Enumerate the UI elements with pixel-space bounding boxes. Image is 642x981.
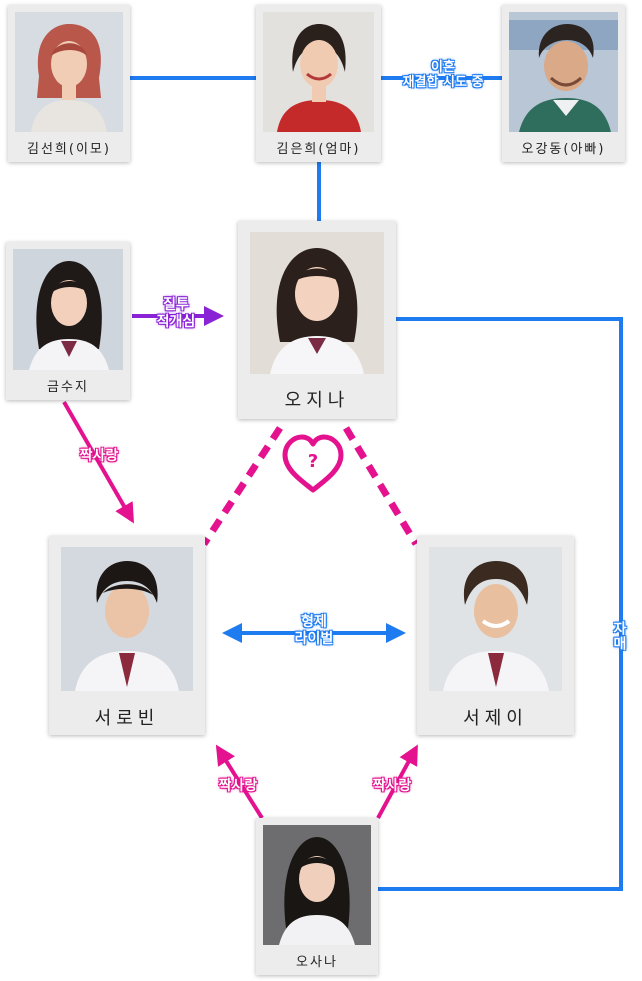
name-geum-suji: 금수지 bbox=[47, 380, 89, 395]
photo-kim-seonhui bbox=[15, 12, 123, 132]
card-o-gangdong: 오강동(아빠) bbox=[502, 5, 625, 162]
label-brothers: 형제 라이벌 bbox=[276, 614, 352, 648]
name-o-jina: 오지나 bbox=[284, 390, 350, 411]
photo-kim-eunhui bbox=[263, 12, 374, 132]
name-kim-seonhui: 김선희(이모) bbox=[27, 142, 111, 157]
photo-o-gangdong bbox=[509, 12, 618, 132]
dash-jina-jei bbox=[343, 426, 419, 546]
name-kim-eunhui: 김은희(엄마) bbox=[276, 142, 361, 157]
photo-geum-suji bbox=[13, 249, 123, 370]
label-divorce-line2: 재결합 시도 중 bbox=[402, 75, 484, 90]
label-divorce: 이혼 재결합 시도 중 bbox=[384, 60, 502, 90]
portrait-student-boy-icon bbox=[429, 547, 562, 691]
photo-seo-jei bbox=[429, 547, 562, 691]
label-brothers-line1: 형제 bbox=[301, 614, 327, 630]
label-crush-suji: 짝사랑 bbox=[79, 448, 119, 464]
photo-o-sana bbox=[263, 825, 371, 945]
label-jealousy-line1: 질투 bbox=[163, 297, 189, 313]
line-sisters bbox=[378, 317, 623, 891]
portrait-student-boy-icon bbox=[61, 547, 193, 691]
photo-seo-robin bbox=[61, 547, 193, 691]
portrait-woman-icon bbox=[15, 12, 123, 132]
arrow-sana-jei bbox=[376, 744, 418, 819]
card-seo-robin: 서로빈 bbox=[49, 536, 205, 735]
label-jealousy-line2: 적개심 bbox=[156, 314, 196, 330]
name-o-sana: 오사나 bbox=[296, 955, 338, 970]
label-crush-sana-jei: 짝사랑 bbox=[372, 778, 412, 794]
arrow-suji-robin bbox=[62, 401, 134, 524]
heart-question-mark: ? bbox=[308, 451, 318, 472]
portrait-student-girl-icon bbox=[263, 825, 371, 945]
label-divorce-line1: 이혼 bbox=[431, 60, 455, 75]
photo-o-jina bbox=[250, 232, 384, 374]
portrait-student-girl-icon bbox=[13, 249, 123, 370]
card-geum-suji: 금수지 bbox=[6, 242, 130, 400]
label-jealousy: 질투 적개심 bbox=[140, 297, 212, 331]
card-kim-eunhui: 김은희(엄마) bbox=[256, 5, 381, 162]
card-o-sana: 오사나 bbox=[256, 818, 378, 975]
arrow-sana-robin bbox=[215, 744, 264, 820]
portrait-woman-icon bbox=[263, 12, 374, 132]
card-o-jina: 오지나 bbox=[238, 221, 396, 419]
label-crush-sana-robin: 짝사랑 bbox=[218, 778, 258, 794]
dash-jina-robin bbox=[201, 426, 283, 546]
name-seo-robin: 서로빈 bbox=[94, 708, 160, 729]
name-seo-jei: 서제이 bbox=[463, 708, 528, 729]
card-kim-seonhui: 김선희(이모) bbox=[8, 5, 130, 162]
label-sisters: 자매 bbox=[611, 621, 627, 651]
name-o-gangdong: 오강동(아빠) bbox=[521, 142, 606, 157]
portrait-man-icon bbox=[509, 12, 618, 132]
label-brothers-line2: 라이벌 bbox=[294, 631, 334, 647]
heart-icon bbox=[282, 434, 344, 493]
portrait-student-girl-icon bbox=[250, 232, 384, 374]
card-seo-jei: 서제이 bbox=[417, 536, 574, 735]
